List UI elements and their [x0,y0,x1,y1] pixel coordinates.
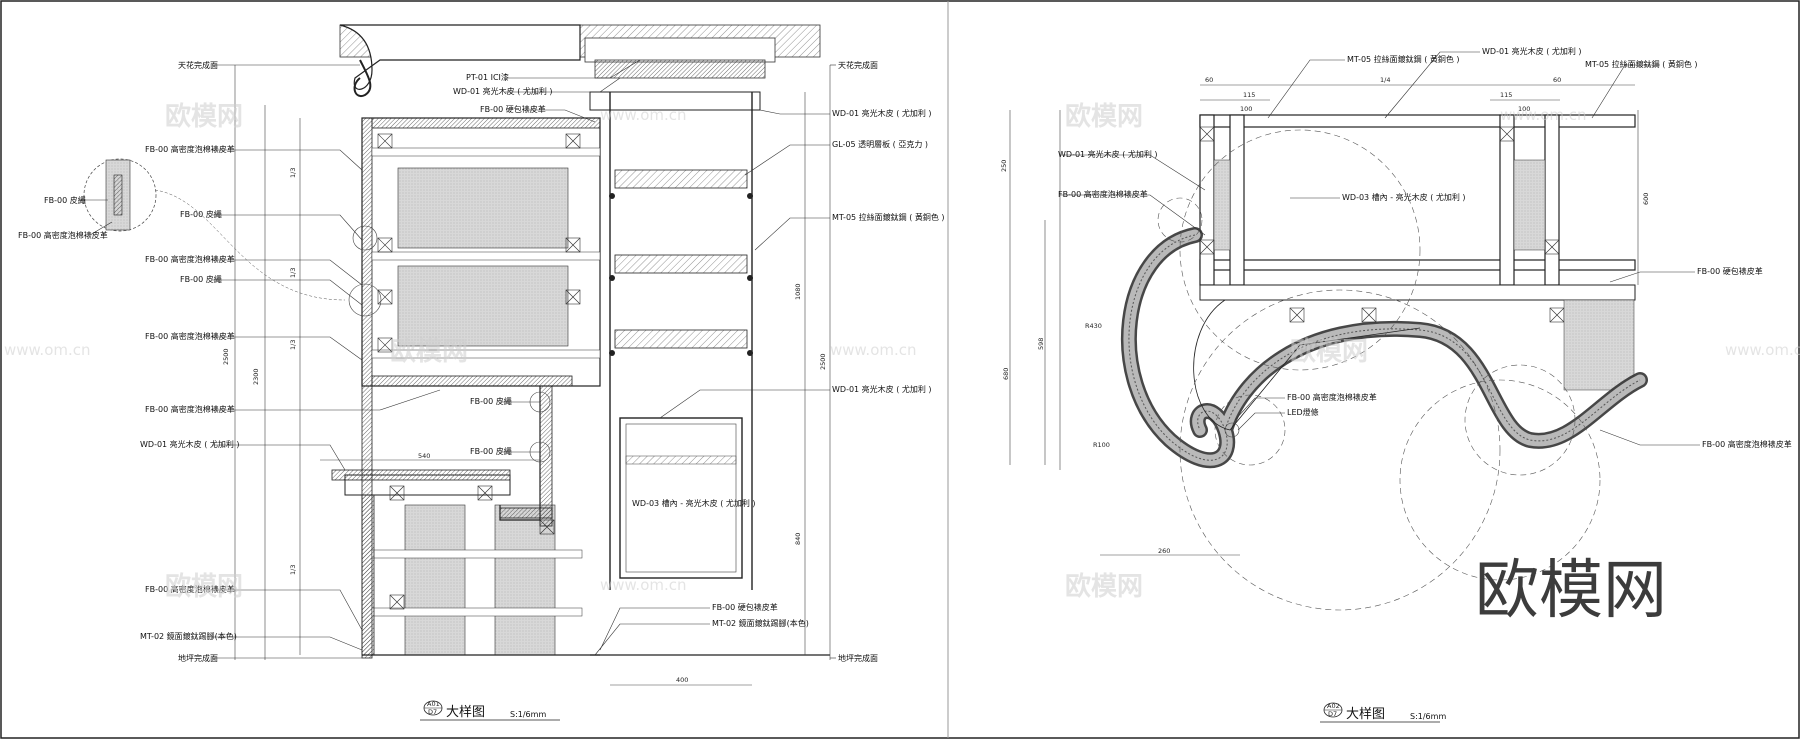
label-mt05: MT-05 拉絲面鍍鈦鋼 ( 黃銅色 ) [832,212,945,222]
label-r-fb00-foam-b: FB-00 高密度泡棉裱皮革 [1287,392,1377,402]
label-r-fb00-hard: FB-00 硬包裱皮革 [1697,266,1763,276]
label-ceiling-right: 天花完成面 [838,60,878,70]
watermark-text-3: 欧模网 [165,571,243,602]
label-wd01-c: WD-01 亮光木皮 ( 尤加利 ) [832,384,932,394]
dim-r100: R100 [1093,441,1110,449]
dim-60-b: 60 [1553,76,1561,84]
watermarks: 欧模网 www.om.cn 欧模网 www.om.cn www.om.cn 欧模… [4,101,1800,628]
label-r-mt05-a: MT-05 拉絲面鍍鈦鋼 ( 黃銅色 ) [1347,54,1460,64]
watermark-url-6: www.om.cn [1725,341,1800,359]
dim-115-a: 115 [1243,91,1255,99]
watermark-text-4: 欧模网 [1065,101,1143,132]
dim-250: 250 [1000,160,1008,172]
label-r-wd03: WD-03 槽內 - 亮光木皮 ( 尤加利 ) [1342,192,1466,202]
dim-260: 260 [1158,547,1170,555]
dim-60-a: 60 [1205,76,1213,84]
label-wd01-a: WD-01 亮光木皮 ( 尤加利 ) [453,86,553,96]
dim-680: 680 [1002,368,1010,380]
title-scale-left: S:1/6mm [510,710,546,719]
dim-100-a: 100 [1240,105,1252,113]
dim-115-b: 115 [1500,91,1512,99]
dim-600: 600 [1642,193,1650,205]
label-pt01: PT-01 ICI漆 [466,72,509,82]
title-name-right: 大样图 [1346,707,1385,722]
label-wd01-d: WD-01 亮光木皮 ( 尤加利 ) [140,439,240,449]
dim-540: 540 [418,452,430,460]
watermark-text-6: 欧模网 [1065,571,1143,602]
label-fb00-foam-c: FB-00 高密度泡棉裱皮革 [145,331,235,341]
title-scale-right: S:1/6mm [1410,712,1446,721]
dim-r430: R430 [1085,322,1102,330]
label-detail-foam: FB-00 高密度泡棉裱皮革 [18,230,108,240]
label-detail-leather: FB-00 皮繩 [44,195,86,205]
dim-2500-left: 2500 [222,348,230,365]
label-floor: 地坪完成面 [178,653,218,663]
label-r-led: LED燈條 [1287,407,1319,417]
label-floor-right: 地坪完成面 [838,653,878,663]
label-mt02-b: MT-02 鏡面鍍鈦踢腳(本色) [712,618,809,628]
dim-100-b: 100 [1518,105,1530,113]
watermark-text-1: 欧模网 [165,101,243,132]
dim-third-2: 1/3 [289,268,297,278]
right-plan-detail: 60 115 100 1/4 60 115 100 250 600 680 59… [1000,46,1792,723]
label-wd03: WD-03 槽內 - 亮光木皮 ( 尤加利 ) [632,498,756,508]
dim-2500-right: 2500 [819,353,827,370]
label-r-fb00-foam-a: FB-00 高密度泡棉裱皮革 [1058,189,1148,199]
title-name-left: 大样图 [446,705,485,720]
watermark-url-2: www.om.cn [4,341,91,359]
watermark-url-1: www.om.cn [600,106,687,124]
label-fb00-leather-b: FB-00 皮繩 [180,274,222,284]
label-mt02-a: MT-02 鏡面鍍鈦踢腳(本色) [140,631,237,641]
watermark-text-2: 欧模网 [390,336,468,367]
label-r-mt05-b: MT-05 拉絲面鍍鈦鋼 ( 黃銅色 ) [1585,59,1698,69]
dim-third-4: 1/3 [289,565,297,575]
dim-598: 598 [1037,338,1045,350]
label-ceiling: 天花完成面 [178,60,218,70]
left-elevation-detail: 2500 2300 1080 2500 840 400 540 1/3 1/3 … [18,24,945,721]
title-code-bottom-left: D7 [428,708,437,716]
watermark-text-5: 欧模网 [1290,336,1368,367]
title-code-bottom-right: D7 [1328,710,1337,718]
dim-third-1: 1/3 [289,168,297,178]
title-code-top-left: A01 [427,700,440,708]
dim-third-3: 1/3 [289,340,297,350]
label-gl05: GL-05 透明層板 ( 亞克力 ) [832,139,928,149]
dim-quarter: 1/4 [1380,76,1390,84]
watermark-url-5: www.om.cn [1500,106,1587,124]
title-code-top-right: A02 [1327,702,1340,710]
label-fb00-leather-d: FB-00 皮繩 [470,446,512,456]
label-r-wd01-b: WD-01 亮光木皮 ( 尤加利 ) [1058,149,1158,159]
label-fb00-hard-a: FB-00 硬包裱皮革 [480,104,546,114]
dim-2300: 2300 [252,368,260,385]
label-fb00-foam-a: FB-00 高密度泡棉裱皮革 [145,144,235,154]
label-fb00-foam-d: FB-00 高密度泡棉裱皮革 [145,404,235,414]
label-fb00-foam-b: FB-00 高密度泡棉裱皮革 [145,254,235,264]
dim-1080: 1080 [794,283,802,300]
label-r-fb00-foam-c: FB-00 高密度泡棉裱皮革 [1702,439,1792,449]
brand-logo-text: 欧模网 [1475,554,1667,628]
label-wd01-b: WD-01 亮光木皮 ( 尤加利 ) [832,108,932,118]
label-fb00-leather-a: FB-00 皮繩 [180,209,222,219]
watermark-url-3: www.om.cn [830,341,917,359]
dim-400: 400 [676,676,688,684]
label-r-wd01-a: WD-01 亮光木皮 ( 尤加利 ) [1482,46,1582,56]
label-fb00-foam-e: FB-00 高密度泡棉裱皮革 [145,584,235,594]
label-fb00-hard-b: FB-00 硬包裱皮革 [712,602,778,612]
watermark-url-4: www.om.cn [600,576,687,594]
dim-840: 840 [794,533,802,545]
label-fb00-leather-c: FB-00 皮繩 [470,396,512,406]
